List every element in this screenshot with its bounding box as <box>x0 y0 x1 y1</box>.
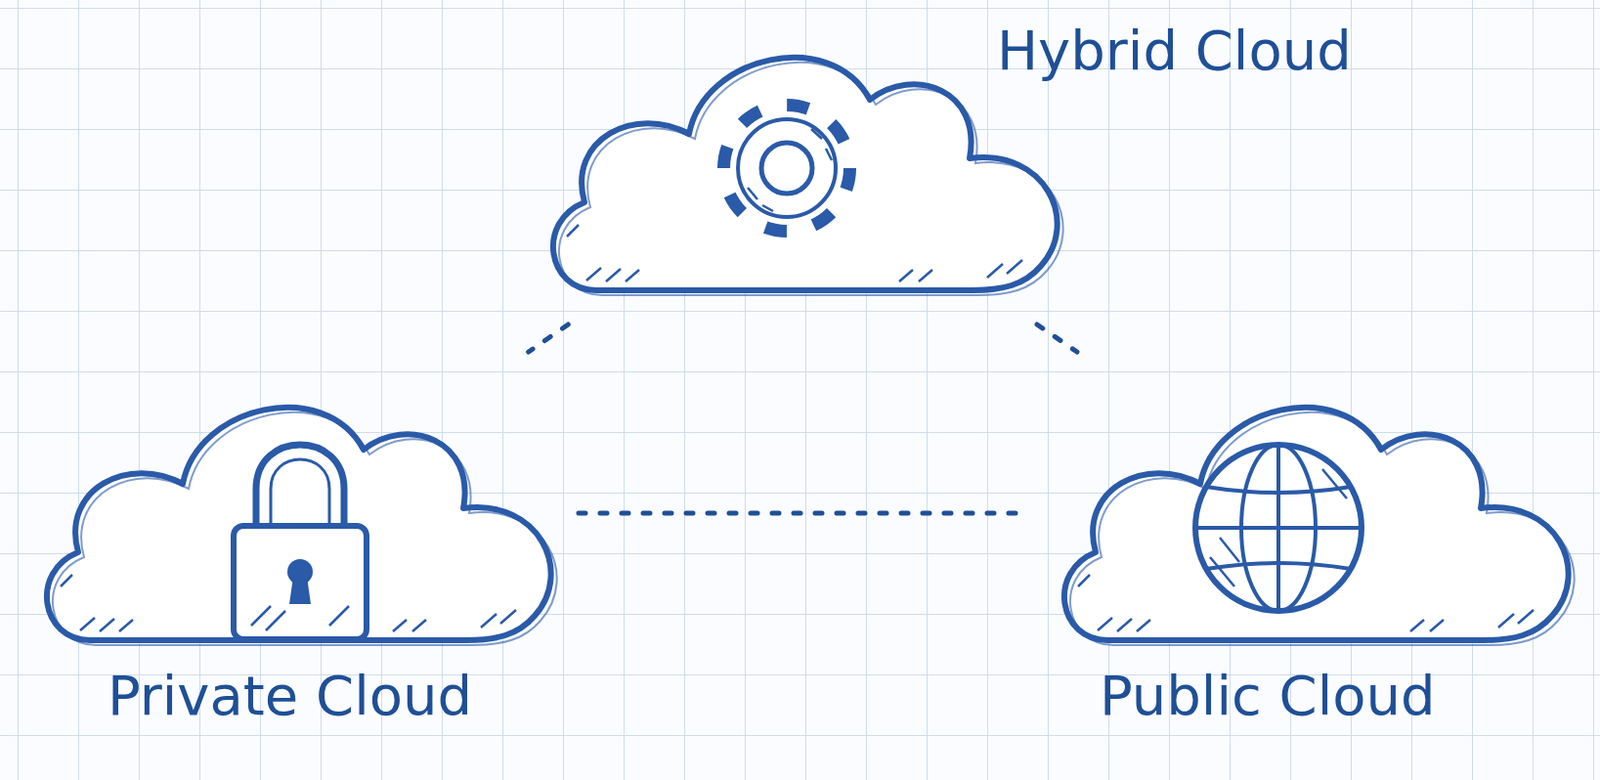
cloud-shape <box>21 361 569 665</box>
cloud-label: Public Cloud <box>1099 664 1436 728</box>
cloud-node: Hybrid Cloud <box>527 11 1076 315</box>
cloud-label: Hybrid Cloud <box>996 19 1352 83</box>
cloud-node: Private Cloud <box>21 361 569 665</box>
cloud-shape <box>527 11 1076 315</box>
cloud-shape <box>1038 361 1587 665</box>
dotted-connector <box>1037 324 1078 352</box>
cloud-label: Private Cloud <box>107 664 473 728</box>
dotted-connector <box>578 511 1030 517</box>
dotted-connector <box>528 324 569 352</box>
cloud-node: Public Cloud <box>1038 361 1587 665</box>
